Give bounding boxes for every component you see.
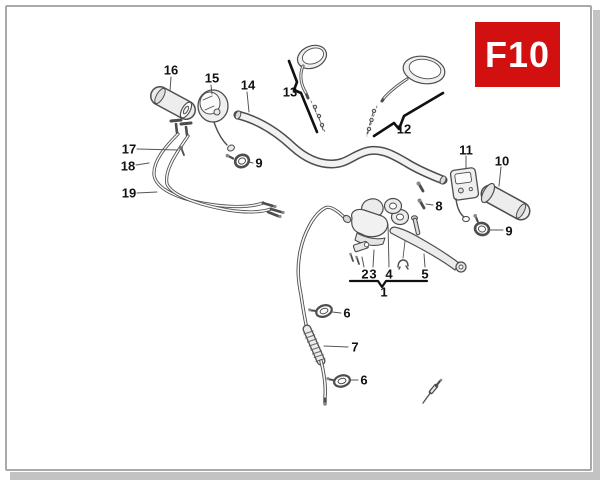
right-throttle-grip [480,182,531,221]
mirror-left [296,44,328,133]
index-line-13 [287,59,319,134]
page-shadow-right [593,10,600,480]
index-line-12 [372,91,445,138]
callout-9-right: 9 [505,223,513,239]
page-shadow-bottom [10,472,600,480]
callout-9-left: 9 [255,155,263,171]
callout-18: 18 [120,158,136,174]
section-code-label: F10 [484,33,551,75]
clip-6-lower [326,374,351,388]
callout-13: 13 [282,84,298,100]
callout-6-lower: 6 [360,372,368,388]
clip-6-upper [308,304,333,318]
callout-4: 4 [385,266,393,282]
section-code-badge: F10 [475,22,560,87]
cable-end-piece [422,378,443,404]
left-grip [150,86,196,120]
clamp-9-left [225,153,251,169]
callout-17: 17 [121,141,137,157]
screws-8 [416,181,426,210]
callout-11: 11 [459,142,473,158]
callout-19: 19 [121,185,137,201]
callout-12: 12 [396,121,412,137]
callout-7: 7 [351,339,359,355]
callout-2: 2 [361,266,369,282]
callout-5: 5 [421,266,429,282]
clamp-9-right [473,213,491,237]
left-switch-housing [197,89,235,152]
callout-6-upper: 6 [343,305,351,321]
control-cables-18-19 [152,118,285,219]
group-1-bracket [348,279,429,289]
mirror-right [366,55,446,137]
leader-lines [135,76,504,381]
callout-8: 8 [435,198,443,214]
callout-14: 14 [240,77,256,93]
handlebar-tube [233,110,448,185]
throttle-cable [296,205,352,406]
callout-16: 16 [163,62,179,78]
callout-10: 10 [494,153,510,169]
screw-17 [179,146,185,156]
callout-1: 1 [380,284,388,300]
callout-3: 3 [369,266,377,282]
lever-assembly [349,197,467,273]
callout-15: 15 [204,70,220,86]
right-switch-housing [449,167,480,223]
